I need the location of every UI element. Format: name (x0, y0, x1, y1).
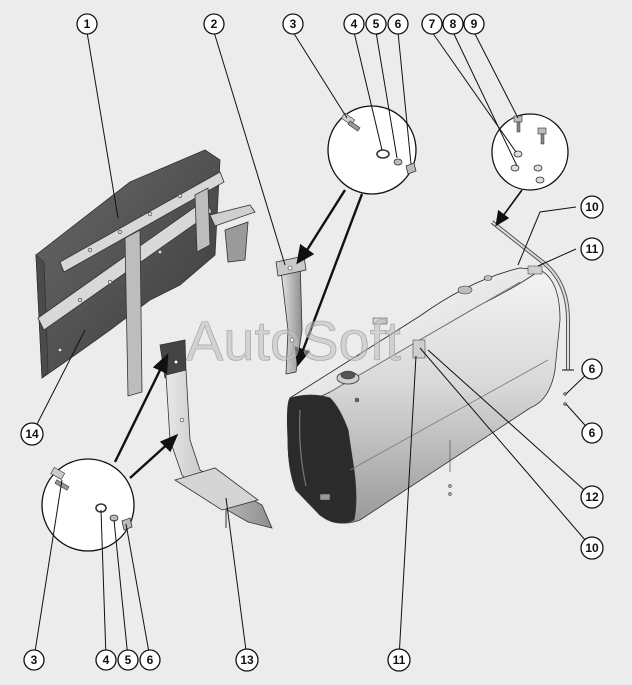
svg-text:5: 5 (125, 653, 132, 667)
callout-6-right-upper: 6 (581, 358, 603, 380)
svg-text:1: 1 (84, 17, 91, 31)
svg-text:9: 9 (471, 17, 478, 31)
svg-text:5: 5 (373, 17, 380, 31)
callout-13: 13 (235, 648, 259, 672)
callout-10-top: 10 (580, 195, 604, 219)
svg-text:14: 14 (25, 427, 39, 441)
svg-text:2: 2 (211, 17, 218, 31)
callout-4-bottom: 4 (95, 649, 117, 671)
callout-14: 14 (20, 422, 44, 446)
svg-text:8: 8 (450, 17, 457, 31)
callout-2: 2 (203, 13, 225, 35)
tank-bracket-lower (159, 339, 273, 529)
svg-text:3: 3 (31, 653, 38, 667)
detail-view-bottom-left (41, 458, 135, 552)
callout-6-right-lower: 6 (581, 422, 603, 444)
svg-text:7: 7 (429, 17, 436, 31)
callout-12: 12 (580, 485, 604, 509)
callout-5-bottom: 5 (117, 649, 139, 671)
svg-text:11: 11 (586, 242, 599, 256)
mudguard-panel (35, 149, 256, 397)
svg-text:4: 4 (351, 17, 358, 31)
callout-6-bottom: 6 (139, 649, 161, 671)
svg-text:13: 13 (240, 653, 254, 667)
watermark-text: AutoSoft (186, 309, 401, 372)
fuel-tank (286, 265, 561, 524)
detail-view-top-right (491, 113, 569, 191)
detail-view-top-middle (327, 105, 417, 195)
svg-text:3: 3 (290, 17, 297, 31)
svg-text:11: 11 (393, 653, 406, 667)
callout-10-bottom: 10 (580, 536, 604, 560)
callout-7: 7 (421, 13, 443, 35)
callout-8: 8 (442, 13, 464, 35)
svg-text:4: 4 (103, 653, 110, 667)
svg-text:6: 6 (589, 362, 596, 376)
callout-11-bottom: 11 (387, 648, 411, 672)
svg-text:10: 10 (585, 541, 599, 555)
callout-6-top: 6 (387, 13, 409, 35)
callout-4-top: 4 (343, 13, 365, 35)
callout-11-right: 11 (580, 237, 604, 261)
callout-1: 1 (76, 13, 98, 35)
callout-9: 9 (463, 13, 485, 35)
svg-text:12: 12 (585, 490, 599, 504)
callout-3-bottom: 3 (23, 649, 45, 671)
panel-bolts (57, 193, 183, 353)
callout-3-top: 3 (282, 13, 304, 35)
svg-text:6: 6 (147, 653, 154, 667)
assembly-arrows (113, 189, 523, 479)
callout-5-top: 5 (365, 13, 387, 35)
svg-text:6: 6 (395, 17, 402, 31)
svg-text:6: 6 (589, 426, 596, 440)
svg-text:10: 10 (585, 200, 599, 214)
tank-strap (490, 220, 574, 406)
